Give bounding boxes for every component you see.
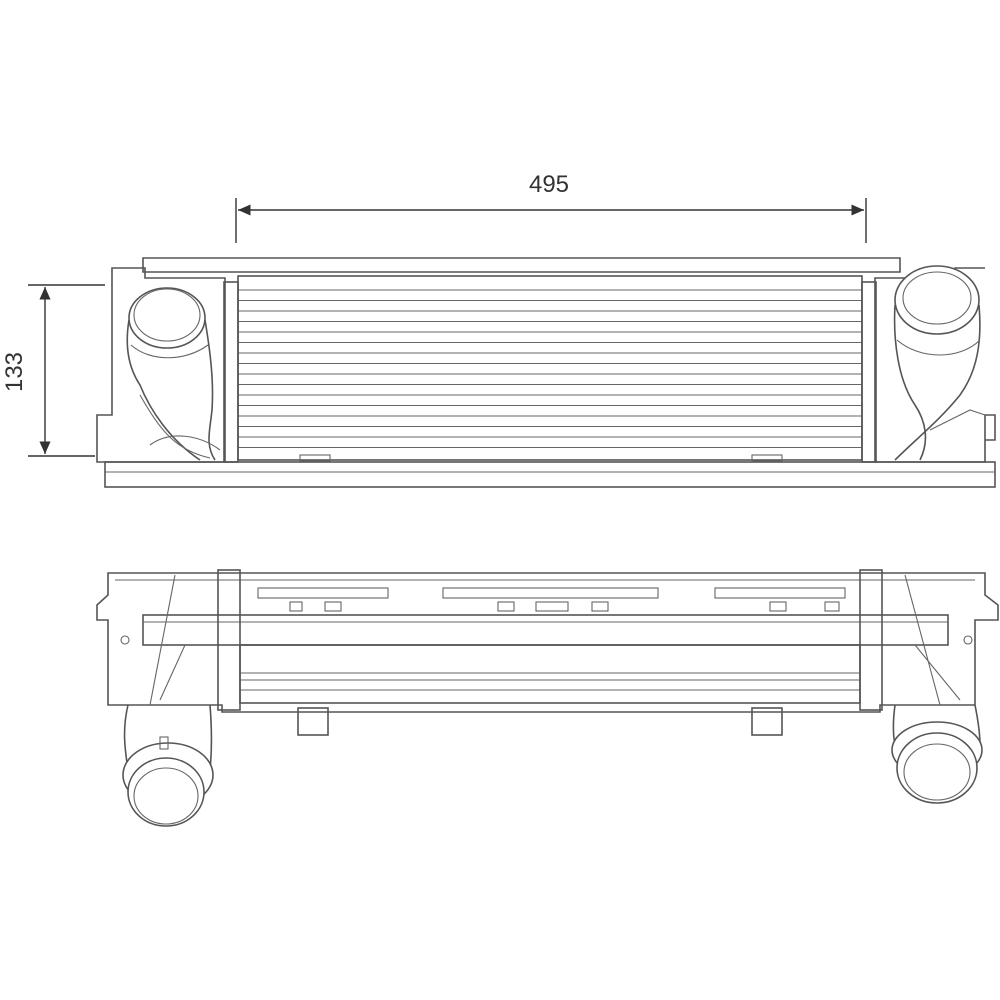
right-outlet-pipe — [893, 265, 986, 461]
height-dimension-label: 133 — [1, 352, 28, 392]
left-inlet-pipe — [126, 287, 221, 461]
right-pipe-end — [891, 704, 983, 804]
core-fins — [238, 289, 862, 449]
width-dimension-label: 495 — [529, 171, 569, 198]
left-pipe-end — [122, 704, 214, 827]
height-dimension: 133 — [1, 284, 105, 457]
width-dimension: 495 — [235, 171, 867, 243]
bottom-view — [96, 569, 999, 827]
front-view — [96, 257, 996, 488]
